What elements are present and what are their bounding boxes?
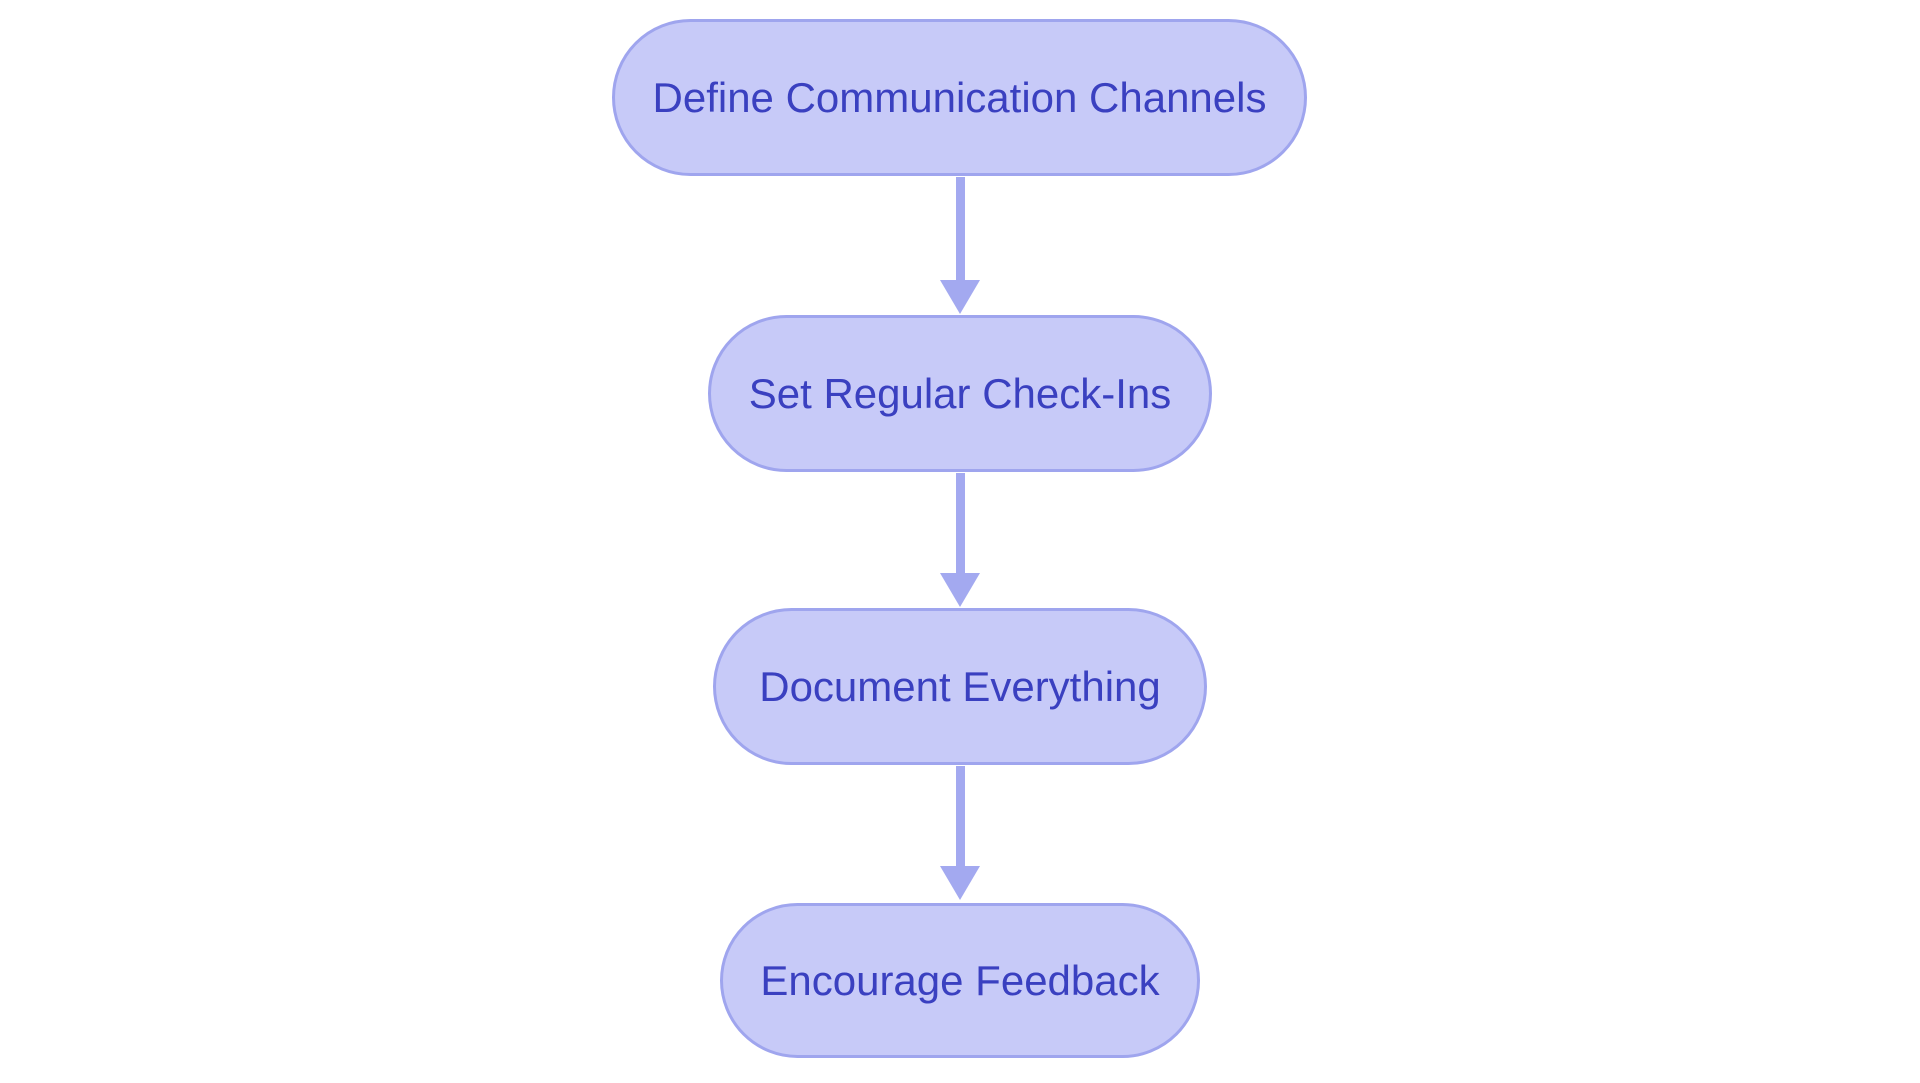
flow-edge-n2-n3	[940, 473, 980, 607]
flow-node-set-regular-check-ins: Set Regular Check-Ins	[708, 315, 1212, 472]
flow-edge-n3-n4	[940, 766, 980, 900]
flow-edge-n1-n2	[940, 177, 980, 314]
arrow-down-icon	[940, 866, 980, 900]
flow-node-encourage-feedback: Encourage Feedback	[720, 903, 1200, 1058]
flow-node-define-communication-channels: Define Communication Channels	[612, 19, 1307, 176]
node-label: Encourage Feedback	[760, 956, 1160, 1004]
node-label: Set Regular Check-Ins	[748, 369, 1172, 417]
arrow-shaft	[955, 177, 965, 280]
flow-node-document-everything: Document Everything	[713, 608, 1207, 765]
node-label: Document Everything	[759, 662, 1161, 710]
arrow-shaft	[955, 766, 965, 866]
arrow-shaft	[955, 473, 965, 573]
arrow-down-icon	[940, 573, 980, 607]
node-label: Define Communication Channels	[652, 73, 1267, 121]
arrow-down-icon	[940, 280, 980, 314]
